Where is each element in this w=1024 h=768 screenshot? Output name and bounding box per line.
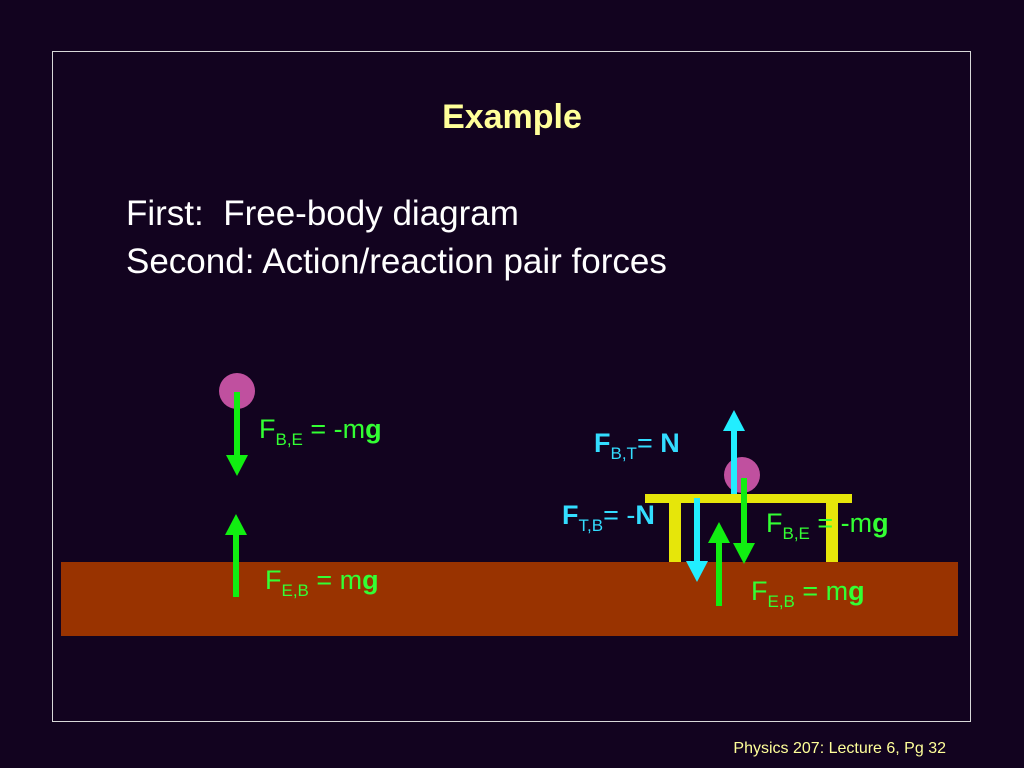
table-leg-left: [669, 503, 681, 562]
left-ball: [219, 373, 255, 409]
right-gravity-arrow: [733, 478, 755, 564]
slide-footer: Physics 207: Lecture 6, Pg 32: [733, 740, 946, 757]
ground: [61, 562, 958, 636]
label-right-force-earth-ball: FE,B = mg: [751, 576, 865, 611]
label-right-force-table-ball: FT,B= -N: [562, 500, 655, 535]
table-leg-right: [826, 503, 838, 562]
slide-frame: [52, 51, 971, 722]
bullet-line-2: Second: Action/reaction pair forces: [126, 242, 667, 281]
label-right-force-ball-table: FB,T= N: [594, 428, 680, 463]
left-gravity-arrow: [226, 392, 248, 476]
label-left-force-ball-earth: FB,E = -mg: [259, 414, 382, 449]
normal-force-on-ball-arrow: [723, 410, 745, 494]
table: [645, 494, 852, 562]
right-earth-arrow: [708, 522, 730, 606]
left-earth-arrow: [225, 514, 247, 597]
bullet-line-1: First: Free-body diagram: [126, 194, 519, 233]
table-top: [645, 494, 852, 503]
slide-title: Example: [442, 98, 582, 136]
label-left-force-earth-ball: FE,B = mg: [265, 565, 379, 600]
label-right-force-ball-earth: FB,E = -mg: [766, 508, 889, 543]
force-on-table-arrow: [686, 498, 708, 582]
